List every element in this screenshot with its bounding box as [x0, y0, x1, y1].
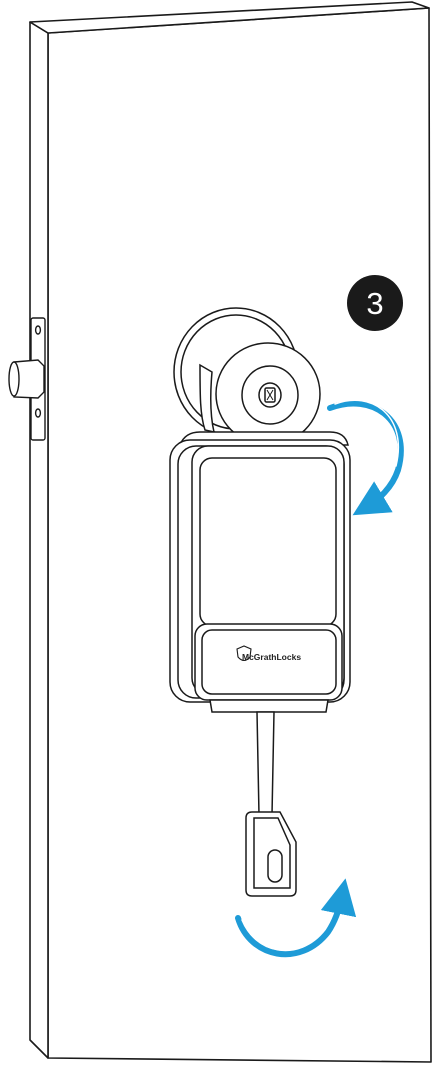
lockbox-screen [200, 458, 336, 626]
step-badge: 3 [347, 275, 403, 331]
lockbox [170, 432, 350, 712]
latch-bolt-tip [9, 362, 19, 396]
latch-screw-bottom [36, 409, 41, 417]
door-edge-face [30, 22, 48, 1058]
step-number: 3 [366, 286, 383, 321]
latch-screw-top [36, 326, 41, 334]
lockbox-bottom [210, 700, 328, 712]
lockbox-cover-inner [202, 630, 336, 694]
brand-name: McGrathLocks [242, 652, 301, 662]
key-slot [268, 850, 282, 882]
key-cable [257, 712, 274, 815]
door-latch [9, 318, 45, 440]
